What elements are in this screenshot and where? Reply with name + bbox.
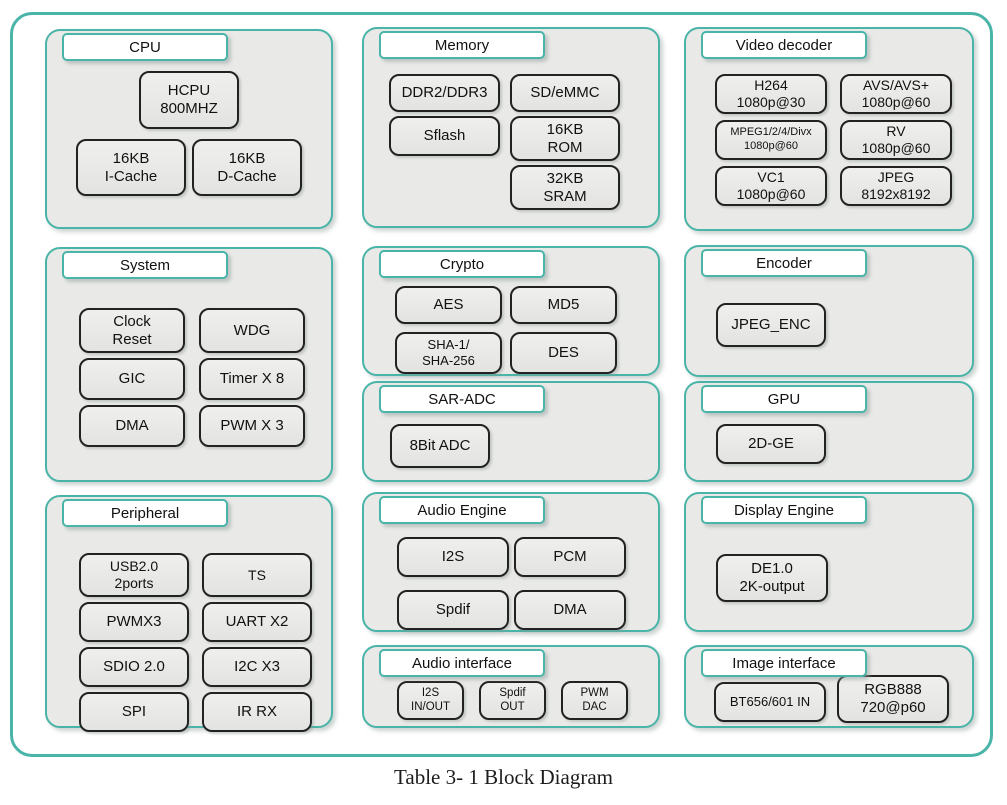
block-jpeg-enc: JPEG_ENC [716,303,826,347]
image-interface-section: Image interface BT656/601 IN RGB888 720@… [684,645,974,728]
memory-section-title: Memory [379,31,545,59]
block-clock-reset: Clock Reset [79,308,185,353]
block-uart-x2: UART X2 [202,602,312,642]
audio-engine-section: Audio Engine I2S PCM Spdif DMA [362,492,660,632]
block-spi: SPI [79,692,189,732]
audio-engine-section-title: Audio Engine [379,496,545,524]
block-timer-x8: Timer X 8 [199,358,305,400]
block-spdif-out: Spdif OUT [479,681,546,720]
block-mpeg-divx: MPEG1/2/4/Divx 1080p@60 [715,120,827,160]
block-i2c-x3: I2C X3 [202,647,312,687]
system-section: System Clock Reset WDG GIC Timer X 8 DMA… [45,247,333,482]
block-pwm-x3: PWM X 3 [199,405,305,447]
block-sdio-2-0: SDIO 2.0 [79,647,189,687]
block-spdif: Spdif [397,590,509,630]
block-h264: H264 1080p@30 [715,74,827,114]
peripheral-section-title: Peripheral [62,499,228,527]
block-de1-2k-output: DE1.0 2K-output [716,554,828,602]
block-rv: RV 1080p@60 [840,120,952,160]
sar-adc-section-title: SAR-ADC [379,385,545,413]
block-ir-rx: IR RX [202,692,312,732]
block-hcpu-800mhz: HCPU 800MHZ [139,71,239,129]
video-decoder-section-title: Video decoder [701,31,867,59]
block-bt656-601-in: BT656/601 IN [714,682,826,722]
block-avs: AVS/AVS+ 1080p@60 [840,74,952,114]
block-pwm-dac: PWM DAC [561,681,628,720]
block-gic: GIC [79,358,185,400]
block-pwmx3: PWMX3 [79,602,189,642]
block-usb2-2ports: USB2.0 2ports [79,553,189,597]
block-dma-audio: DMA [514,590,626,630]
block-dma: DMA [79,405,185,447]
block-pcm: PCM [514,537,626,577]
sar-adc-section: SAR-ADC 8Bit ADC [362,381,660,482]
block-16kb-dcache: 16KB D-Cache [192,139,302,196]
block-md5: MD5 [510,286,617,324]
audio-interface-section: Audio interface I2S IN/OUT Spdif OUT PWM… [362,645,660,728]
block-16kb-icache: 16KB I-Cache [76,139,186,196]
peripheral-section: Peripheral USB2.0 2ports TS PWMX3 UART X… [45,495,333,732]
encoder-section-title: Encoder [701,249,867,277]
gpu-section-title: GPU [701,385,867,413]
crypto-section: Crypto AES MD5 SHA-1/ SHA-256 DES [362,246,660,376]
diagram-caption: Table 3- 1 Block Diagram [394,765,613,789]
display-engine-section-title: Display Engine [701,496,867,524]
block-ddr2-ddr3: DDR2/DDR3 [389,74,500,112]
block-des: DES [510,332,617,374]
block-16kb-rom: 16KB ROM [510,116,620,161]
memory-section: Memory DDR2/DDR3 Sflash SD/eMMC 16KB ROM… [362,27,660,228]
block-jpeg-decoder: JPEG 8192x8192 [840,166,952,206]
block-sflash: Sflash [389,116,500,156]
crypto-section-title: Crypto [379,250,545,278]
audio-interface-section-title: Audio interface [379,649,545,677]
cpu-section: CPU HCPU 800MHZ 16KB I-Cache 16KB D-Cach… [45,29,333,229]
image-interface-section-title: Image interface [701,649,867,677]
block-wdg: WDG [199,308,305,353]
block-i2s: I2S [397,537,509,577]
block-sha: SHA-1/ SHA-256 [395,332,502,374]
encoder-section: Encoder JPEG_ENC [684,245,974,377]
block-ts: TS [202,553,312,597]
block-aes: AES [395,286,502,324]
block-i2s-in-out: I2S IN/OUT [397,681,464,720]
block-vc1: VC1 1080p@60 [715,166,827,206]
cpu-section-title: CPU [62,33,228,61]
block-8bit-adc: 8Bit ADC [390,424,490,468]
block-32kb-sram: 32KB SRAM [510,165,620,210]
block-2d-ge: 2D-GE [716,424,826,464]
system-section-title: System [62,251,228,279]
gpu-section: GPU 2D-GE [684,381,974,482]
display-engine-section: Display Engine DE1.0 2K-output [684,492,974,632]
video-decoder-section: Video decoder H264 1080p@30 AVS/AVS+ 108… [684,27,974,231]
block-rgb888: RGB888 720@p60 [837,675,949,723]
block-sd-emmc: SD/eMMC [510,74,620,112]
